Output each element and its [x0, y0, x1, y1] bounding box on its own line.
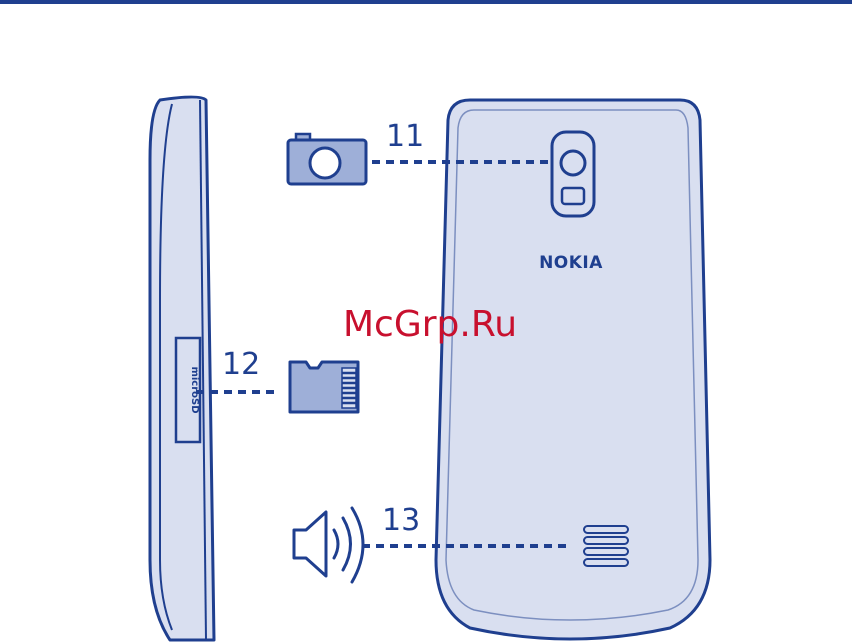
callout-number-13: 13 — [382, 503, 420, 538]
phone-back-view: NOKIA — [436, 100, 710, 639]
camera-icon — [288, 134, 366, 184]
camera-lens — [561, 151, 585, 175]
callout-memory-card: 12 — [196, 347, 358, 412]
brand-logo: NOKIA — [539, 253, 603, 273]
callout-number-11: 11 — [386, 119, 424, 154]
memory-card-icon — [290, 362, 358, 412]
phone-side-view: microSD — [150, 97, 214, 640]
watermark-text: McGrp.Ru — [343, 304, 517, 345]
camera-flash — [562, 188, 584, 204]
callout-number-12: 12 — [222, 347, 260, 382]
speaker-icon — [294, 508, 363, 582]
